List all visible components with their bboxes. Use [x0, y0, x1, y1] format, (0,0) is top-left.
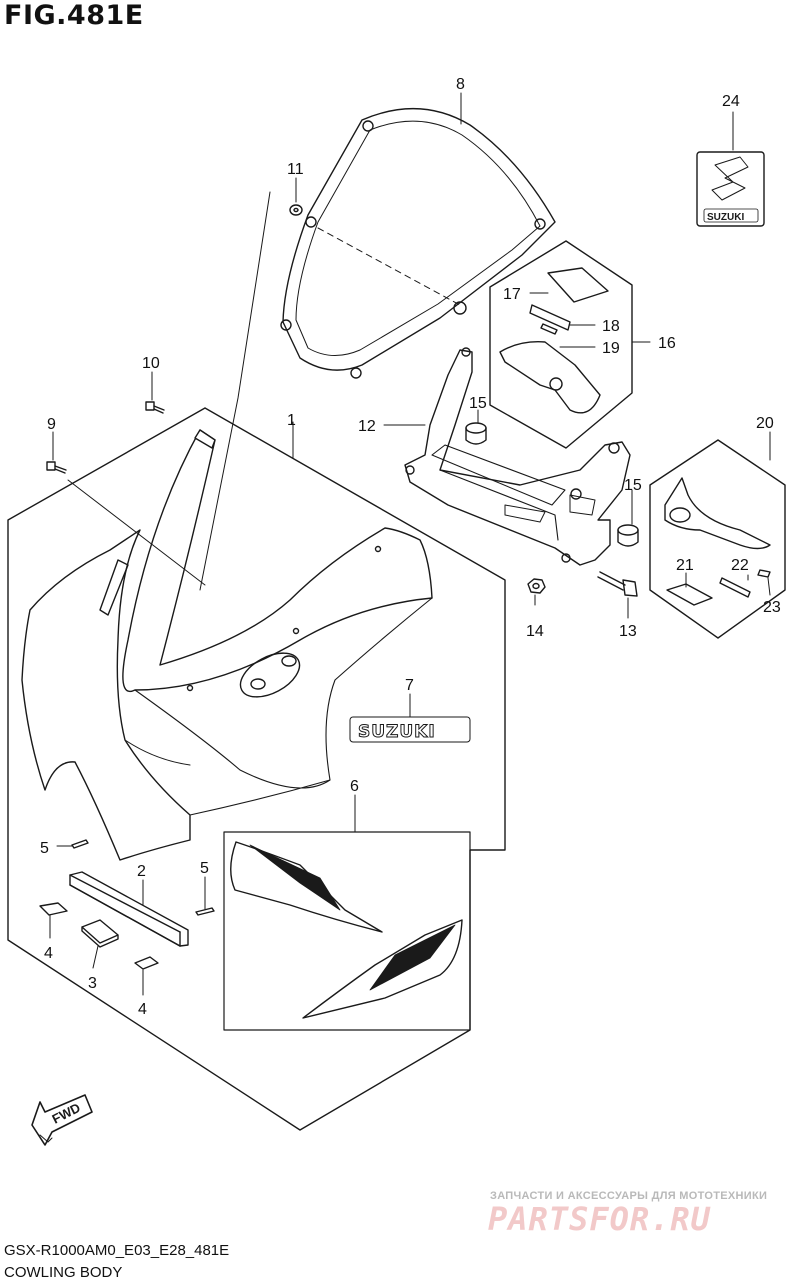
cowl-decal-text: SUZUKI [358, 722, 436, 742]
callout-24: 24 [722, 93, 740, 110]
section-name: COWLING BODY [4, 1264, 123, 1281]
callout-2: 2 [137, 863, 146, 880]
callout-14: 14 [526, 623, 544, 640]
callout-7: 7 [405, 677, 414, 694]
grommet-part-15-lower [617, 524, 639, 547]
watermark-site: PARTSFOR.RU [488, 1200, 711, 1238]
callout-12: 12 [358, 418, 376, 435]
callout-15b: 15 [624, 477, 642, 494]
callout-6: 6 [350, 778, 359, 795]
callout-5b: 5 [200, 860, 209, 877]
callout-11: 11 [287, 161, 304, 178]
pad-part-4-right [134, 956, 159, 970]
callout-17: 17 [503, 286, 521, 303]
bracket-part-16 [499, 267, 609, 414]
nut-part-14 [527, 578, 546, 594]
callout-3: 3 [88, 975, 97, 992]
emblem-part-24 [696, 151, 765, 227]
callout-4b: 4 [138, 1001, 147, 1018]
callout-9: 9 [47, 416, 56, 433]
callout-8: 8 [456, 76, 465, 93]
model-code: GSX-R1000AM0_E03_E28_481E [4, 1242, 230, 1259]
washer-part-11 [289, 204, 303, 216]
group-16-boundary [489, 240, 633, 449]
grommet-part-15-upper [465, 422, 487, 445]
windscreen-part [280, 107, 556, 379]
callout-23: 23 [763, 599, 781, 616]
figure-title: FIG.481E [4, 0, 144, 31]
callout-16: 16 [658, 335, 676, 352]
pad-part-3 [81, 919, 119, 948]
side-panel-part-6 [230, 841, 463, 1019]
callout-19: 19 [602, 340, 620, 357]
bolt-part-10 [145, 401, 165, 414]
callout-4a: 4 [44, 945, 53, 962]
bracket-part-20 [664, 477, 771, 606]
group-6-boundary [223, 831, 471, 1031]
pad-part-4-left [39, 902, 68, 916]
callout-15a: 15 [469, 395, 487, 412]
bolt-part-9 [46, 461, 67, 474]
callout-13: 13 [619, 623, 637, 640]
watermark-tagline: ЗАПЧАСТИ И АКСЕССУАРЫ ДЛЯ МОТОТЕХНИКИ [490, 1190, 768, 1202]
callout-21: 21 [676, 557, 694, 574]
callout-18: 18 [602, 318, 620, 335]
callout-20: 20 [756, 415, 774, 432]
callout-1: 1 [287, 412, 296, 429]
foam-strip-part-2 [69, 871, 189, 947]
upper-cowling-part [21, 429, 433, 861]
group-20-boundary [649, 439, 786, 639]
callout-5a: 5 [40, 840, 49, 857]
fwd-label: FWD [50, 1100, 83, 1127]
tape-part-5-left [71, 839, 89, 849]
callout-10: 10 [142, 355, 160, 372]
callout-22: 22 [731, 557, 749, 574]
emblem-text: SUZUKI [707, 212, 744, 223]
cowl-bracket-part-12 [404, 347, 631, 566]
forward-arrow [31, 1094, 93, 1146]
bolt-part-13 [597, 571, 638, 597]
tape-part-5-right [195, 907, 215, 916]
